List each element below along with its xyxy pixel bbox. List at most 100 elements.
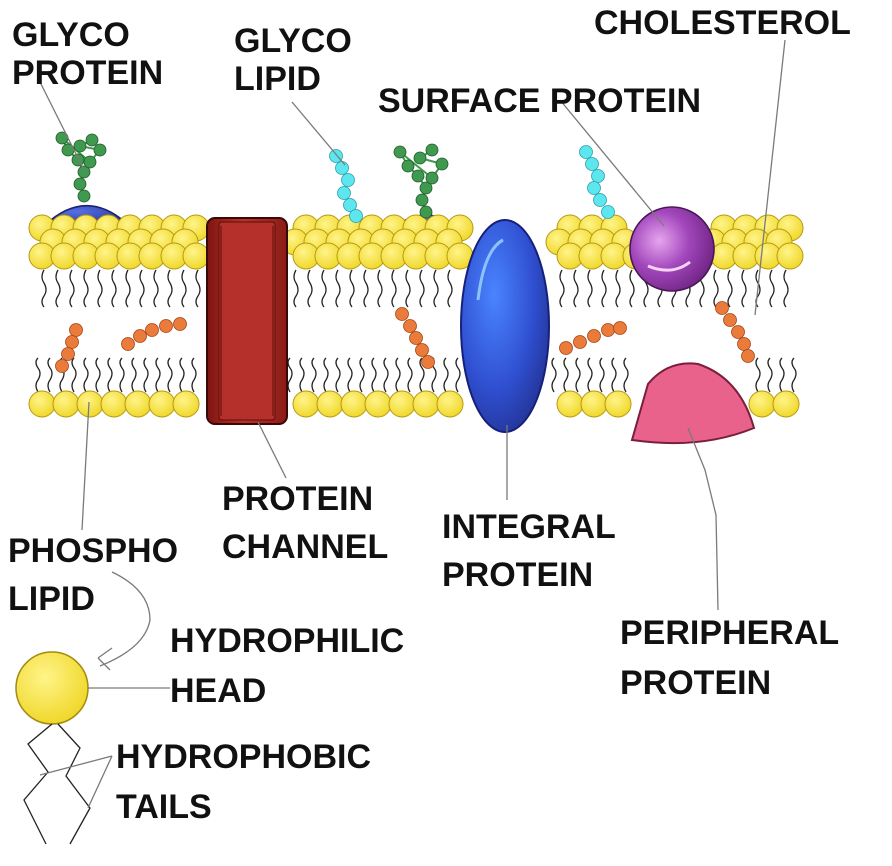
sterol-bead xyxy=(723,313,737,327)
hydrophobic-tail xyxy=(383,357,389,393)
label-glycolipid: GLYCO LIPID xyxy=(234,22,361,98)
hydrophobic-tail xyxy=(779,357,785,393)
sugar-bead xyxy=(335,161,349,175)
hydrophobic-tail xyxy=(321,269,327,308)
hydrophobic-tail xyxy=(447,269,453,308)
hydrophobic-tail xyxy=(139,269,145,308)
sugar-bead xyxy=(593,193,607,207)
sugar-bead xyxy=(73,177,87,191)
sterol-bead xyxy=(121,337,135,351)
surface-protein xyxy=(629,206,715,292)
cholesterol-3 xyxy=(395,307,435,369)
phospholipid-head xyxy=(182,242,210,270)
glycoprotein-chain-left xyxy=(55,131,107,203)
phospholipid-head xyxy=(772,390,800,418)
sterol-bead xyxy=(421,355,435,369)
hydrophobic-tail xyxy=(769,269,775,308)
hydrophobic-tail xyxy=(83,269,89,308)
sterol-bead xyxy=(159,319,173,333)
hydrophobic-tail xyxy=(791,357,797,393)
hydrophobic-tail xyxy=(455,357,461,393)
hydrophobic-tail xyxy=(119,357,125,393)
integral-protein xyxy=(460,219,550,433)
label-surface-protein: SURFACE PROTEIN xyxy=(378,82,701,120)
sterol-bead xyxy=(715,301,729,315)
phospholipid-head xyxy=(412,390,440,418)
cholesterol-4 xyxy=(559,321,627,355)
hydrophobic-tail xyxy=(195,269,201,308)
phospholipid-head xyxy=(124,390,152,418)
sugar-bead xyxy=(71,153,85,167)
hydrophobic-tail xyxy=(71,357,77,393)
sterol-bead xyxy=(573,335,587,349)
sugar-bead xyxy=(601,205,615,219)
sugar-bead xyxy=(337,186,351,200)
sterol-bead xyxy=(403,319,417,333)
hydrophobic-tail xyxy=(335,269,341,308)
label-phospholipid: PHOSPHO LIPID xyxy=(8,532,188,618)
phospholipid-head xyxy=(76,390,104,418)
hydrophobic-tail xyxy=(755,357,761,393)
phospholipid-head xyxy=(388,390,416,418)
sugar-bead xyxy=(349,209,363,223)
hydrophobic-tail xyxy=(41,269,47,308)
sugar-bead xyxy=(425,143,439,157)
protein-channel xyxy=(206,217,288,425)
label-peripheral-protein: PERIPHERAL PROTEIN xyxy=(620,614,848,702)
label-protein-channel: PROTEIN CHANNEL xyxy=(222,480,388,566)
hydrophobic-tail xyxy=(563,357,569,393)
hydrophobic-tail xyxy=(153,269,159,308)
label-cholesterol: CHOLESTEROL xyxy=(594,4,851,42)
hydrophobic-tail xyxy=(47,357,53,393)
phospholipid-head xyxy=(748,390,776,418)
hydrophobic-tail xyxy=(55,269,61,308)
sugar-bead xyxy=(585,157,599,171)
hydrophobic-tail xyxy=(95,357,101,393)
hydrophobic-tail xyxy=(349,269,355,308)
cholesterol-2 xyxy=(121,317,187,351)
hydrophobic-tail xyxy=(111,269,117,308)
hydrophobic-tail xyxy=(359,357,365,393)
hydrophobic-tail xyxy=(573,269,579,308)
hydrophobic-tail xyxy=(587,357,593,393)
sugar-bead xyxy=(579,145,593,159)
hydrophobic-tail xyxy=(727,269,733,308)
hydrophobic-tail xyxy=(293,269,299,308)
sugar-bead xyxy=(93,143,107,157)
hydrophobic-tail xyxy=(395,357,401,393)
hydrophobic-tail xyxy=(131,357,137,393)
phospholipid-head xyxy=(580,390,608,418)
hydrophobic-tail xyxy=(347,357,353,393)
sugar-bead xyxy=(83,155,97,169)
hydrophobic-tail xyxy=(623,357,629,393)
phospholipid-head xyxy=(364,390,392,418)
sugar-bead xyxy=(415,193,429,207)
phospholipid-head xyxy=(100,390,128,418)
carbohydrate-chains xyxy=(55,131,615,223)
label-glycoprotein: GLYCO PROTEIN xyxy=(12,16,163,92)
sterol-bead xyxy=(395,307,409,321)
sugar-bead xyxy=(413,151,427,165)
phospholipid-head xyxy=(172,390,200,418)
hydrophobic-tail xyxy=(287,357,293,393)
hydrophobic-tail xyxy=(335,357,341,393)
sugar-bead xyxy=(411,169,425,183)
glycolipid-chain-left xyxy=(329,149,363,223)
sterol-bead xyxy=(409,331,423,345)
hydrophobic-tail xyxy=(299,357,305,393)
cholesterol-5 xyxy=(715,301,755,363)
sugar-bead xyxy=(419,205,433,219)
sugar-bead xyxy=(85,133,99,147)
sterol-bead xyxy=(145,323,159,337)
phospholipid-head xyxy=(316,390,344,418)
hydrophobic-tail xyxy=(615,269,621,308)
phospholipid-head xyxy=(604,390,632,418)
hydrophobic-tail xyxy=(377,269,383,308)
sterol-bead xyxy=(737,337,751,351)
sterol-bead xyxy=(415,343,429,357)
hydrophobic-tail xyxy=(407,357,413,393)
hydrophobic-tail xyxy=(311,357,317,393)
hydrophobic-tail xyxy=(741,269,747,308)
label-hydrophilic-head: HYDROPHILIC HEAD xyxy=(170,622,414,710)
